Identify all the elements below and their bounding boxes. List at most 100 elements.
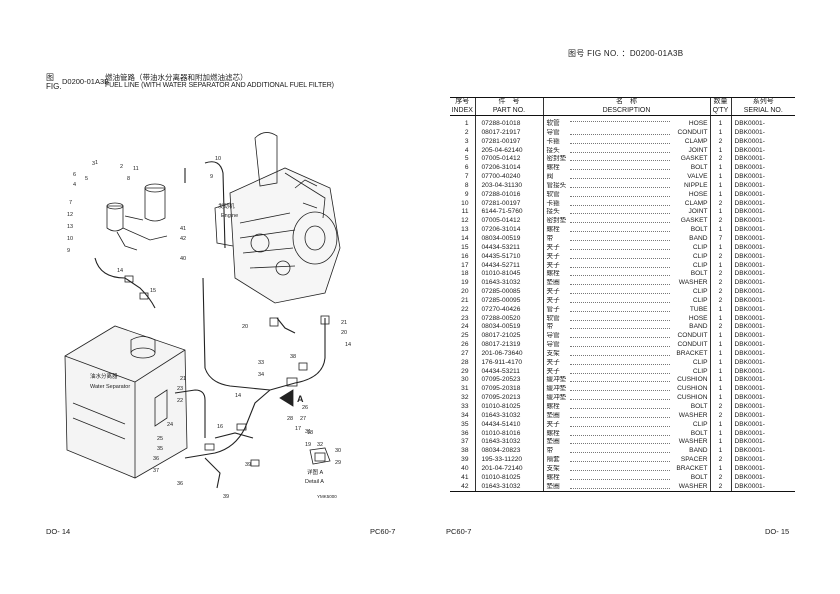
row-serial: DBK0001-: [730, 464, 795, 474]
row-index: 15: [461, 243, 469, 251]
header-part-en: PART NO.: [492, 106, 526, 114]
row-part-no: 176-911-4170: [474, 358, 543, 368]
row-index: 9: [464, 190, 469, 198]
callout-22: 22: [177, 398, 183, 404]
callout-3: 3: [92, 161, 95, 167]
row-qty: 1: [709, 367, 731, 377]
row-part-no: 07285-00085: [474, 288, 543, 297]
row-qty: 2: [709, 217, 731, 227]
row-description-cn: 导管: [546, 341, 560, 349]
row-description-cn: 密封垫: [546, 217, 567, 225]
leader-dots: [569, 275, 670, 277]
row-qty: 1: [709, 447, 731, 457]
row-serial: DBK0001-: [730, 394, 795, 403]
row-index: 8: [464, 181, 469, 189]
leader-dots: [569, 408, 670, 409]
leader-dots: [569, 266, 670, 268]
row-index: 27: [461, 349, 469, 357]
row-part-no: 01643-31032: [474, 482, 543, 493]
row-description-en: HOSE: [688, 314, 708, 322]
row-part-no: 07285-00095: [474, 296, 543, 306]
row-description-cn: 接头: [546, 208, 560, 216]
row-description-en: BOLT: [690, 403, 708, 410]
row-part-no: 07005-01412: [474, 155, 543, 165]
row-index: 24: [461, 323, 469, 331]
row-description-en: HOSE: [688, 190, 708, 198]
row-serial: DBK0001-: [730, 429, 795, 439]
row-description-cn: 垫圈: [546, 482, 560, 490]
callout-31: 31: [305, 429, 311, 435]
callout-9b: 9: [210, 174, 213, 180]
row-qty: 1: [709, 164, 731, 174]
leader-dots: [569, 354, 670, 356]
row-index: 3: [464, 137, 469, 145]
row-description-en: GASKET: [680, 217, 708, 225]
row-description-cn: 夹子: [546, 420, 560, 428]
row-qty: 2: [709, 411, 731, 421]
callout-25: 25: [157, 436, 163, 442]
row-description-cn: 带: [546, 447, 554, 455]
row-part-no: 04434-51410: [474, 420, 543, 430]
row-description-cn: 夹子: [546, 358, 560, 366]
row-description-en: WASHER: [678, 438, 708, 446]
row-qty: 2: [709, 279, 731, 289]
row-index: 22: [461, 305, 469, 313]
leader-dots: [569, 204, 670, 206]
row-description-en: CLIP: [692, 288, 708, 296]
leader-dots: [569, 151, 670, 153]
clips-and-clamps: [124, 275, 331, 467]
leader-dots: [569, 239, 670, 241]
row-index: 20: [461, 288, 469, 296]
callout-4: 4: [73, 182, 76, 188]
row-index: 10: [461, 199, 469, 207]
leader-dots: [569, 461, 670, 463]
leader-dots: [569, 133, 670, 135]
row-description-cn: 支架: [546, 349, 560, 357]
callout-14b: 14: [345, 342, 351, 348]
row-description-en: CUSHION: [677, 376, 708, 384]
row-part-no: 04434-53211: [474, 243, 543, 253]
row-part-no: 04435-51710: [474, 252, 543, 262]
row-index: 2: [464, 128, 469, 136]
row-serial: DBK0001-: [730, 279, 795, 289]
row-description-cn: 夹子: [546, 243, 560, 251]
detail-arrow-label: A: [297, 394, 304, 404]
row-description-en: WASHER: [678, 411, 708, 419]
row-description-en: CONDUIT: [677, 341, 708, 349]
row-serial: DBK0001-: [730, 420, 795, 430]
row-description-cn: 螺栓: [546, 473, 560, 481]
row-description-cn: 阀: [546, 173, 554, 181]
row-serial: DBK0001-: [730, 226, 795, 235]
row-part-no: 07700-40240: [474, 173, 543, 182]
row-description-cn: 夹子: [546, 261, 560, 269]
row-description-en: CLIP: [692, 243, 708, 251]
row-qty: 1: [709, 226, 731, 235]
row-description-en: TUBE: [689, 305, 708, 313]
row-serial: DBK0001-: [730, 288, 795, 297]
row-serial: DBK0001-: [730, 243, 795, 253]
leader-dots: [569, 160, 670, 162]
row-description-en: BOLT: [690, 429, 708, 437]
callout-numbers: 3 6 5 4 7 12 13 10 9 1 2 8 11 10 9 41 42…: [67, 156, 351, 500]
row-description-en: CLIP: [692, 358, 708, 366]
row-qty: 1: [709, 243, 731, 253]
callout-36a: 36: [153, 456, 159, 462]
callout-40: 40: [180, 256, 186, 262]
